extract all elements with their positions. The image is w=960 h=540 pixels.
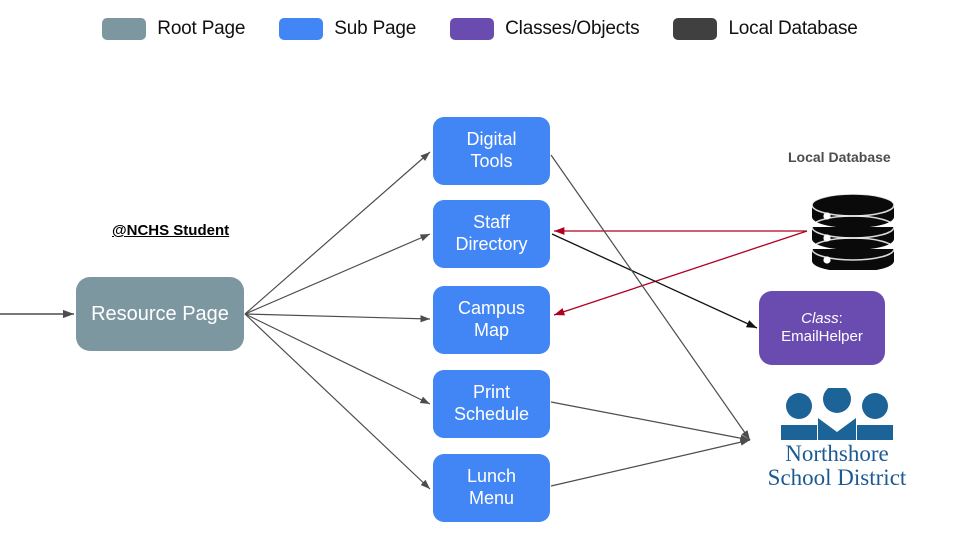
- legend-swatch-local-database: [673, 18, 718, 40]
- node-class-email-helper-label: Class: EmailHelper: [781, 310, 863, 346]
- legend-item-local-database: Local Database: [673, 18, 858, 40]
- legend-label-classes-objects: Classes/Objects: [505, 18, 640, 39]
- legend-label-root-page: Root Page: [157, 18, 246, 39]
- northshore-logo-text: Northshore School District: [748, 442, 926, 490]
- user-label: @NCHS Student: [112, 222, 230, 239]
- class-name: EmailHelper: [781, 328, 863, 345]
- node-campus-map-label: Campus Map: [457, 298, 526, 340]
- node-resource-page[interactable]: Resource Page: [76, 277, 244, 351]
- northshore-people-icon: [781, 388, 893, 440]
- node-staff-directory-label: Staff Directory: [455, 212, 528, 254]
- node-lunch-menu[interactable]: Lunch Menu: [433, 454, 550, 522]
- legend-label-local-database: Local Database: [728, 18, 858, 39]
- legend-item-root-page: Root Page: [102, 18, 245, 40]
- edge-resource-page-to-campus-map: [244, 313, 431, 323]
- edge-staff-directory-to-email-helper: [551, 233, 758, 329]
- database-icon: [811, 193, 895, 270]
- node-class-email-helper[interactable]: Class: EmailHelper: [759, 291, 885, 365]
- node-print-schedule-label: Print Schedule: [453, 382, 530, 424]
- legend-swatch-classes-objects: [450, 18, 495, 40]
- local-database-caption: Local Database: [788, 149, 891, 165]
- legend-swatch-sub-page: [279, 18, 324, 40]
- northshore-school-district-logo: Northshore School District: [748, 388, 926, 494]
- edge-lunch-menu-to-northshore: [550, 438, 751, 487]
- class-separator: :: [838, 310, 843, 327]
- class-keyword: Class: [801, 310, 839, 327]
- northshore-logo-line1: Northshore: [785, 441, 889, 466]
- node-lunch-menu-label: Lunch Menu: [466, 466, 517, 508]
- edge-resource-page-to-staff-directory: [244, 233, 431, 315]
- legend-label-sub-page: Sub Page: [334, 18, 417, 39]
- node-resource-page-label: Resource Page: [91, 303, 229, 325]
- edge-digital-tools-to-northshore: [550, 154, 751, 441]
- edge-print-schedule-to-northshore: [550, 401, 751, 442]
- edge-resource-page-to-print-schedule: [244, 313, 431, 405]
- edge-resource-page-to-lunch-menu: [244, 313, 431, 490]
- legend-item-sub-page: Sub Page: [279, 18, 416, 40]
- node-digital-tools[interactable]: Digital Tools: [433, 117, 550, 185]
- northshore-logo-line2: School District: [767, 464, 907, 490]
- edge-resource-page-to-digital-tools: [244, 151, 431, 315]
- legend: Root Page Sub Page Classes/Objects Local…: [0, 12, 960, 46]
- legend-swatch-root-page: [102, 18, 147, 40]
- node-campus-map[interactable]: Campus Map: [433, 286, 550, 354]
- node-staff-directory[interactable]: Staff Directory: [433, 200, 550, 268]
- node-digital-tools-label: Digital Tools: [466, 129, 517, 171]
- legend-item-classes-objects: Classes/Objects: [450, 18, 640, 40]
- node-print-schedule[interactable]: Print Schedule: [433, 370, 550, 438]
